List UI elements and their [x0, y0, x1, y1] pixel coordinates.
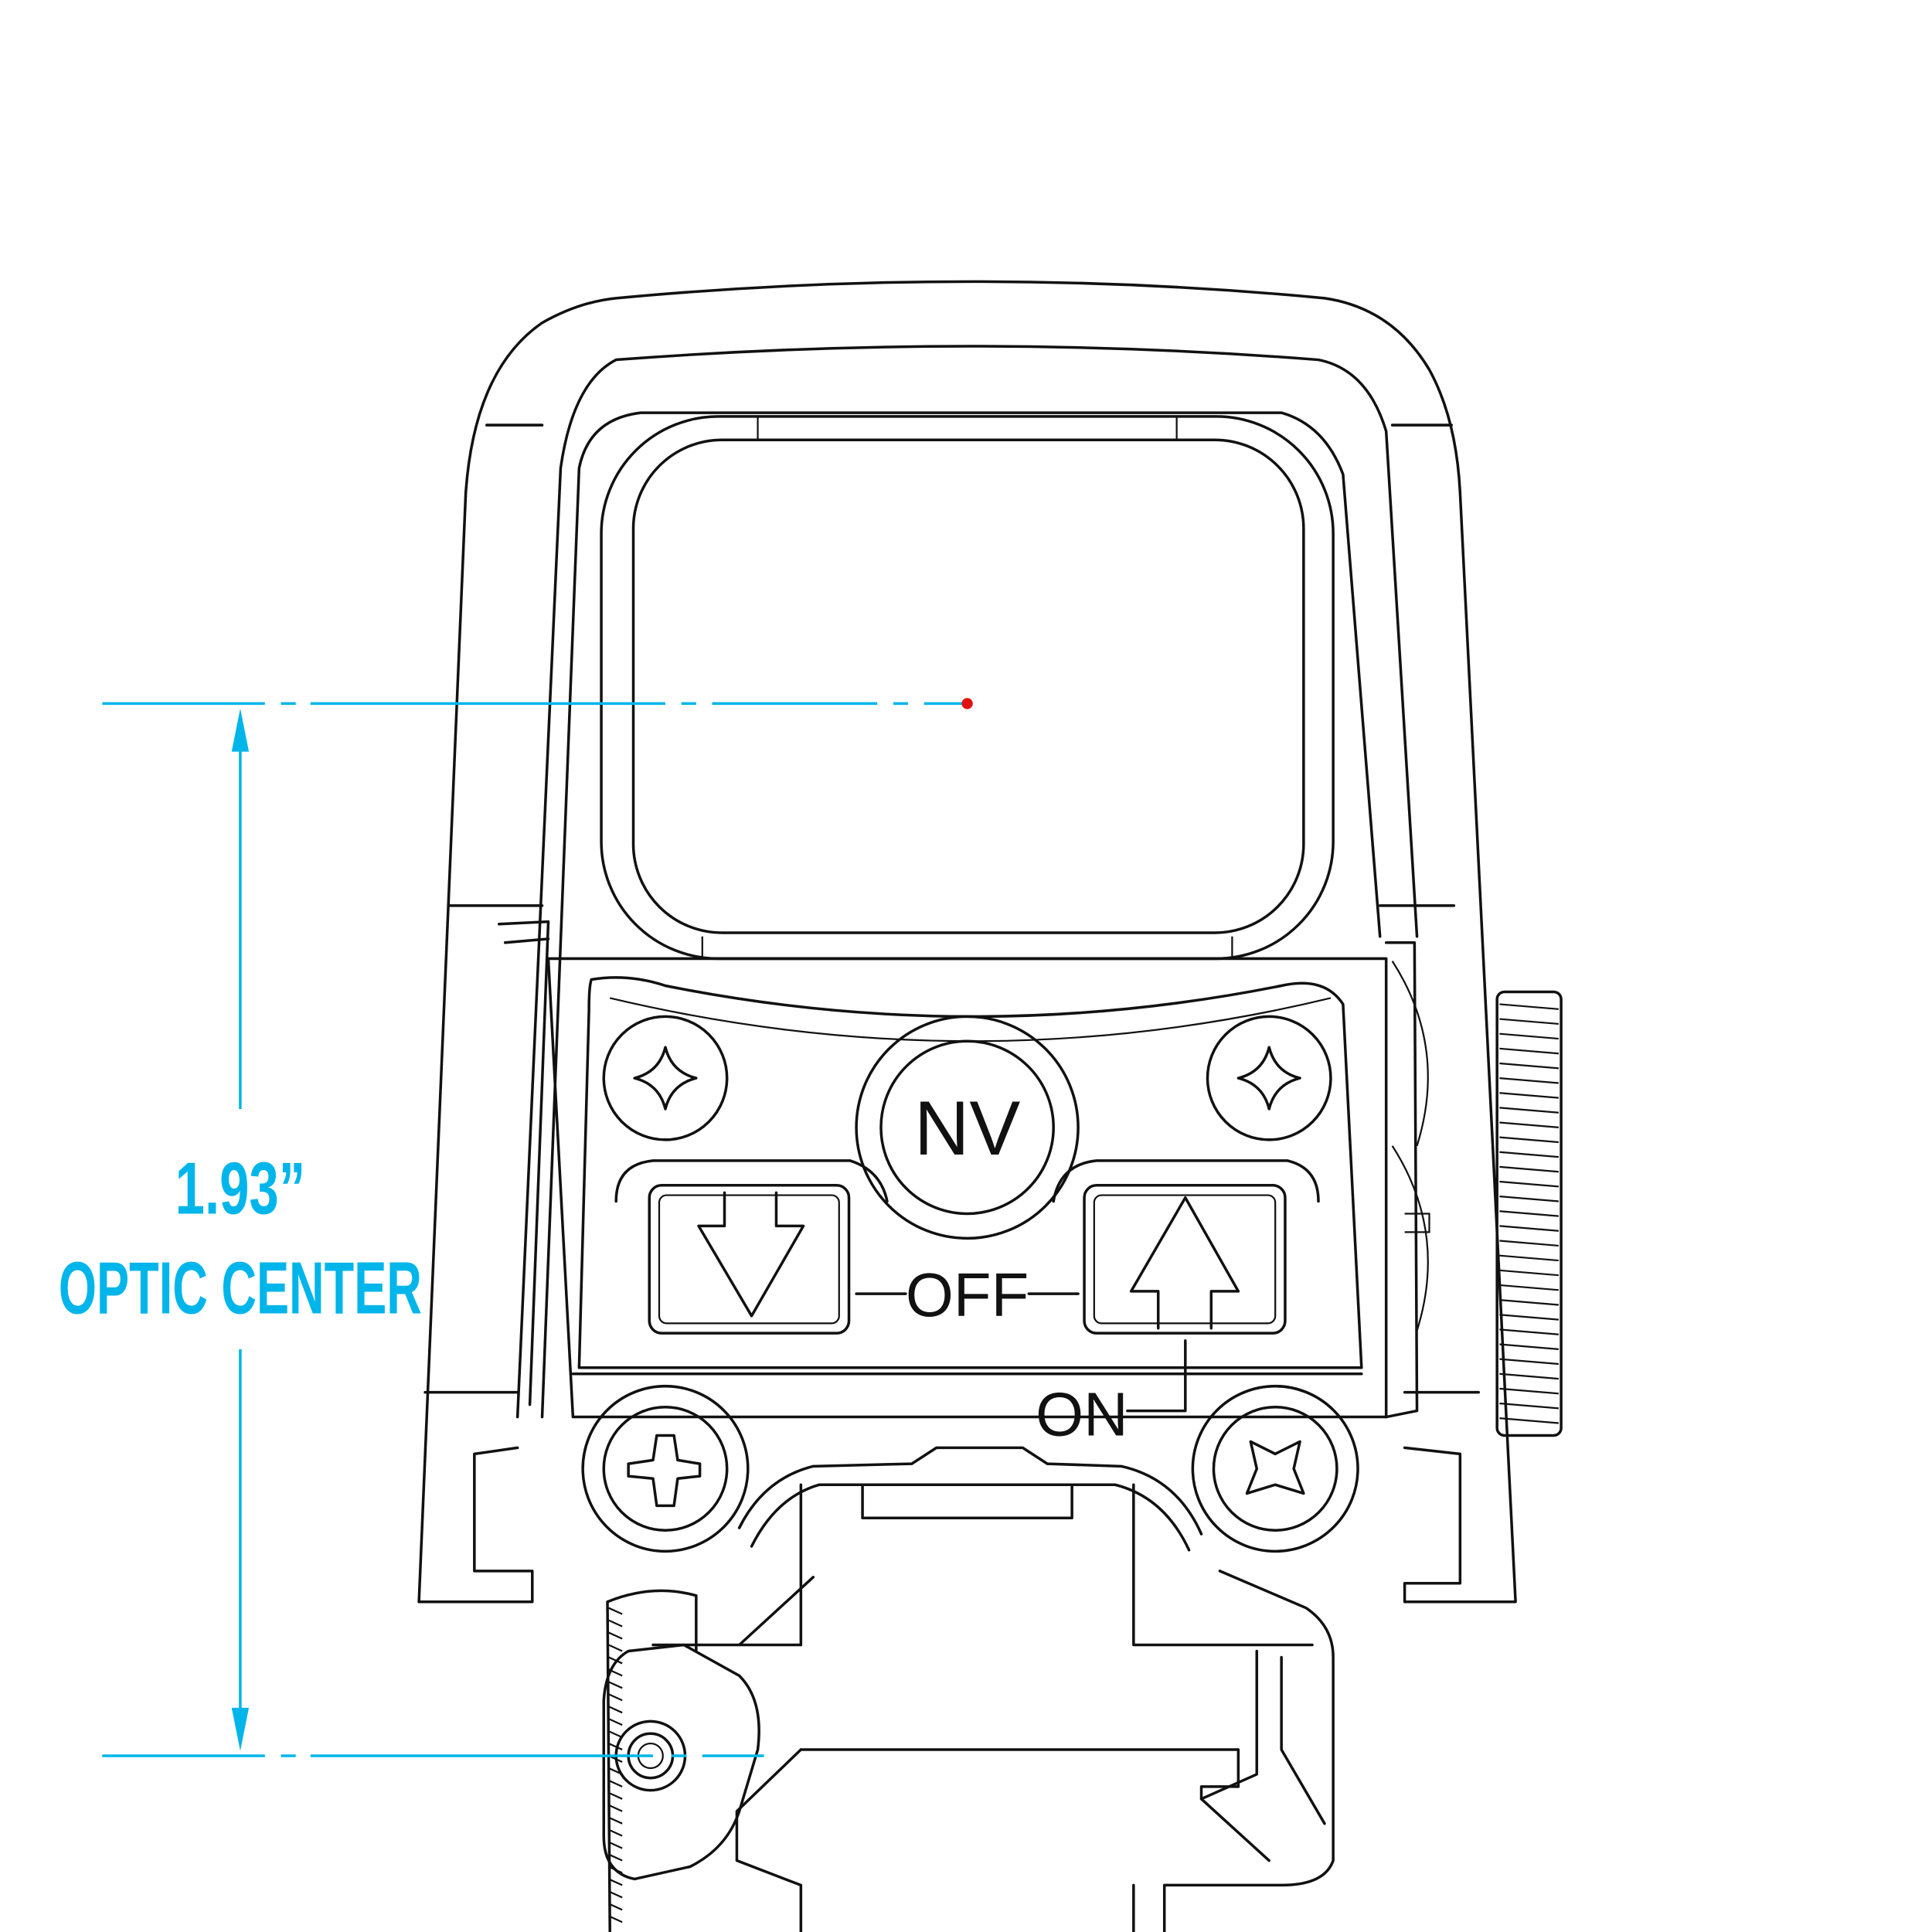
knurl-line [1499, 1402, 1559, 1410]
knurl-line [608, 1668, 623, 1677]
knurl-line [608, 1878, 623, 1886]
adjustment-knob[interactable] [1495, 990, 1563, 1437]
top-left-screw [602, 1015, 729, 1141]
brightness-down-button[interactable] [614, 1159, 889, 1335]
knurl-line [1499, 1269, 1559, 1277]
knurl-line [608, 1631, 623, 1640]
knurl-line [608, 1681, 623, 1689]
knurl-line [1499, 1151, 1559, 1158]
inner-hood [515, 345, 1419, 1419]
dimension-label: OPTIC CENTER [59, 1248, 422, 1330]
arrow-down-icon [697, 1191, 805, 1318]
knurl-line [608, 1915, 623, 1923]
knurl-line [608, 1841, 623, 1849]
knurl-line [608, 1853, 623, 1862]
knurl-line [1499, 1062, 1559, 1070]
knurl-line [1499, 1165, 1559, 1173]
knurl-line [608, 1903, 623, 1911]
knurl-line [1499, 1225, 1559, 1232]
knurl-line [608, 1743, 623, 1751]
knurl-line [608, 1779, 623, 1787]
bottom-left-screw [581, 1384, 750, 1553]
knurl-line [1499, 1387, 1559, 1395]
knurl-line [1499, 1077, 1559, 1084]
outer-hood [417, 280, 1517, 1604]
knurl-line [608, 1804, 623, 1812]
reticle-dot [961, 698, 973, 709]
knurl-line [608, 1866, 623, 1874]
knurl-line [608, 1718, 623, 1726]
knurl-line [608, 1767, 623, 1775]
knurl-line [1499, 1358, 1559, 1366]
knurl-line [608, 1828, 623, 1837]
on-label: ON [1036, 1379, 1128, 1448]
mount [602, 1446, 1335, 1932]
knurl-line [608, 1656, 623, 1665]
mount-lever[interactable] [602, 1643, 760, 1881]
arrowhead-up-icon [231, 708, 250, 752]
knurl-line [608, 1791, 623, 1800]
knurl-line [1499, 1298, 1559, 1306]
knurl-line [1499, 1003, 1559, 1010]
knurl-line [608, 1644, 623, 1652]
knurl-line [1499, 1314, 1559, 1321]
window-frame [600, 415, 1335, 961]
knurl-line [608, 1890, 623, 1899]
knurl-line [1499, 1417, 1559, 1424]
arrow-up-icon [1129, 1196, 1240, 1330]
top-right-screw [1206, 1015, 1332, 1141]
knurl-line [1499, 1254, 1559, 1262]
control-panel [546, 957, 1388, 1419]
arrowhead-down-icon [231, 1707, 250, 1751]
knurl-line [608, 1607, 623, 1615]
knurl-line [1499, 1328, 1559, 1335]
knurl-line [1499, 1240, 1559, 1247]
brightness-up-button[interactable] [1052, 1159, 1320, 1335]
window-glass [631, 438, 1305, 934]
knurl-line [1499, 1107, 1559, 1114]
knurl-line [608, 1619, 623, 1628]
off-label: OFF [906, 1260, 1029, 1329]
knurl-line [1499, 1343, 1559, 1350]
knurl-line [608, 1693, 623, 1702]
knurl-line [1499, 1018, 1559, 1026]
knurl-line [608, 1730, 623, 1739]
knurl-line [608, 1706, 623, 1714]
knurl-line [1499, 1372, 1559, 1380]
knurl-line [1499, 1092, 1559, 1099]
knurl-line [1499, 1196, 1559, 1202]
knurl-line [1499, 1136, 1559, 1144]
dimension-value: 1.93” [175, 1147, 305, 1230]
nv-button[interactable]: NV [855, 1015, 1080, 1240]
knurl-line [1499, 1284, 1559, 1291]
knurl-line [1499, 1180, 1559, 1188]
nv-label: NV [914, 1086, 1020, 1171]
dimension-annotation: 1.93” OPTIC CENTER [59, 698, 973, 1757]
knurl-line [1499, 1032, 1559, 1040]
knurl-line [608, 1816, 623, 1825]
knurl-line [1499, 1047, 1559, 1055]
knurl-line [1499, 1121, 1559, 1128]
bottom-right-screw [1191, 1384, 1359, 1553]
knurl-line [1499, 1210, 1559, 1217]
